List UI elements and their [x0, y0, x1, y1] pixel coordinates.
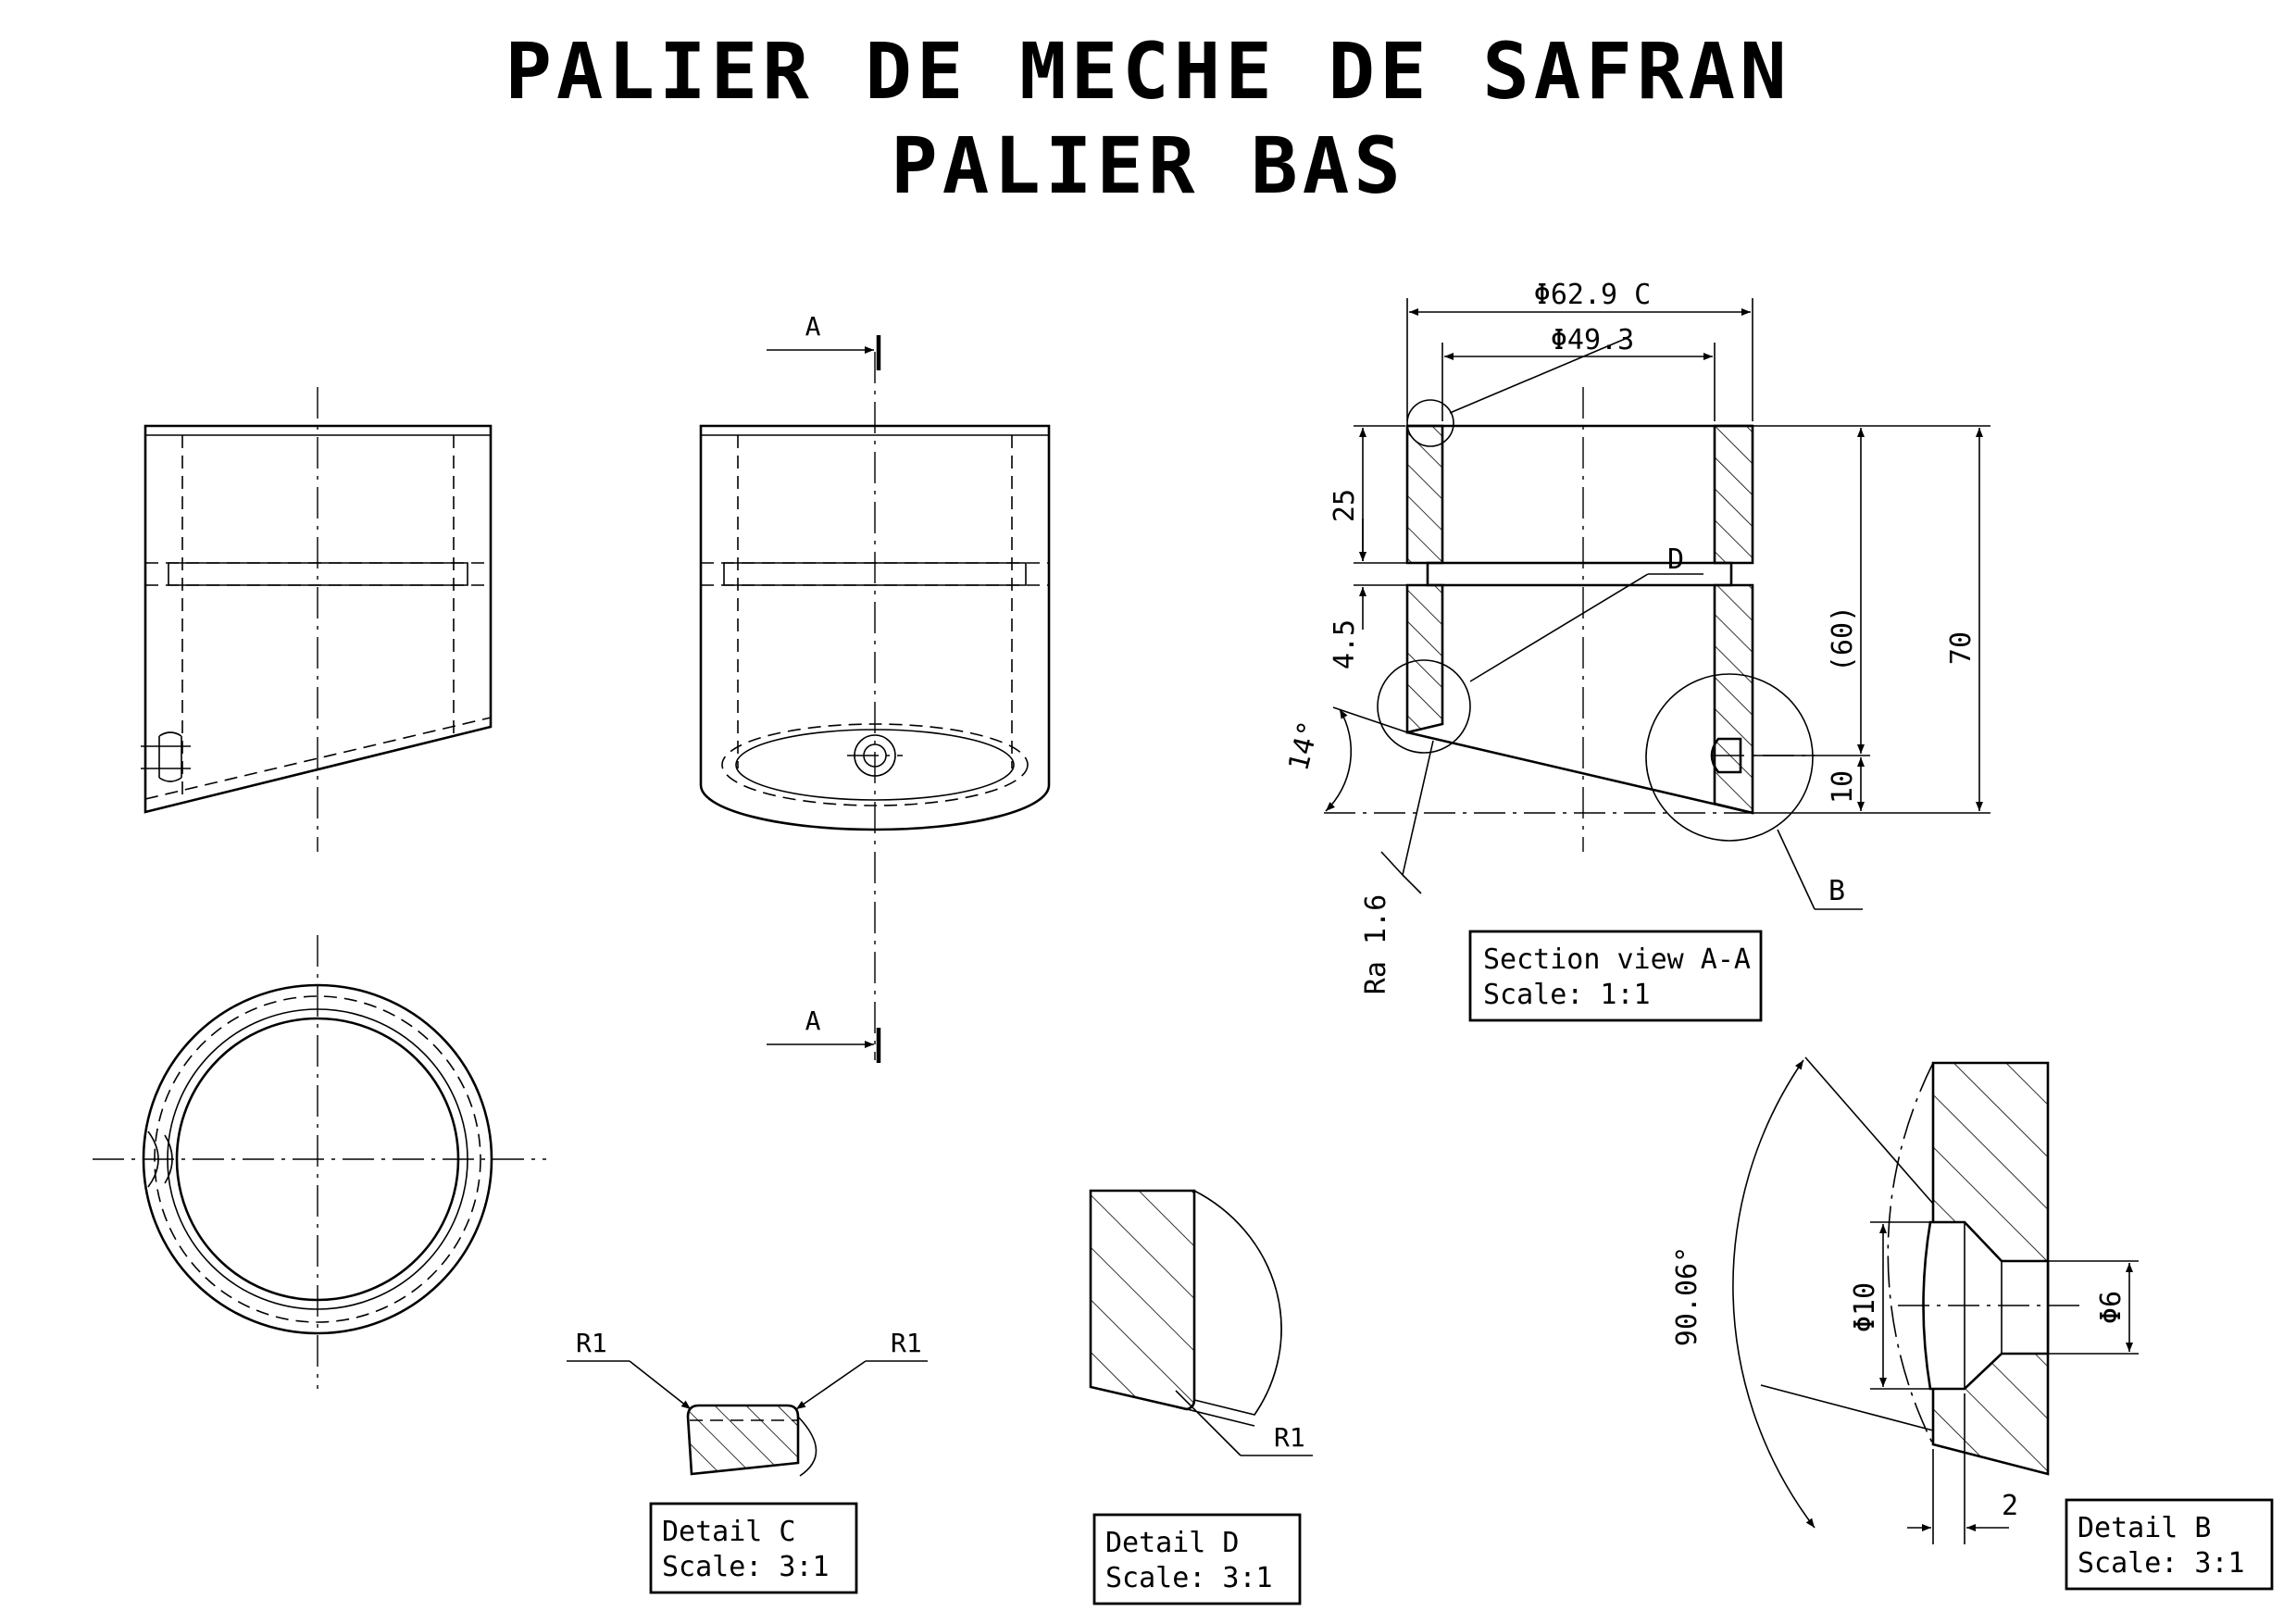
detail-c-box-line1: Detail C [662, 1516, 796, 1548]
drawing-subtitle: PALIER BAS [891, 120, 1405, 211]
section-box-line2: Scale: 1:1 [1483, 979, 1651, 1011]
dim-70: 70 [1945, 631, 1978, 665]
roughness-ra: Ra 1.6 [1360, 894, 1392, 994]
section-label-top: A [805, 311, 821, 342]
dim-angle-14: 14° [1282, 718, 1326, 774]
dim-outer-diameter: Φ62.9 C [1534, 279, 1651, 311]
detail-d-label-box [1092, 1513, 1302, 1605]
detail-c-label-box [649, 1502, 858, 1594]
callout-b: B [1828, 875, 1845, 907]
section-label-bottom: A [805, 1006, 821, 1036]
dim-4-5: 4.5 [1329, 619, 1361, 669]
detail-d-r: R1 [1274, 1422, 1305, 1453]
detail-d: R1 Detail D Scale: 3:1 [1089, 1189, 1313, 1605]
detail-b-label-box [2065, 1498, 2274, 1591]
detail-c-box-line2: Scale: 3:1 [662, 1551, 830, 1583]
drawing-title: PALIER DE MECHE DE SAFRAN [505, 26, 1791, 117]
detail-b-box-line2: Scale: 3:1 [2078, 1547, 2245, 1580]
detail-b-box-line1: Detail B [2078, 1512, 2212, 1544]
top-view [93, 935, 546, 1389]
dim-60: (60) [1827, 606, 1859, 672]
dim-angle-90: 90.06° [1671, 1246, 1703, 1346]
callout-d: D [1667, 543, 1684, 576]
dim-25: 25 [1329, 489, 1361, 522]
section-view-label-box [1468, 930, 1763, 1022]
section-box-line1: Section view A-A [1483, 943, 1751, 976]
detail-d-box-line2: Scale: 3:1 [1105, 1562, 1273, 1594]
dim-10: 10 [1827, 770, 1859, 804]
dim-w2: 2 [2002, 1490, 2018, 1522]
front-view [141, 387, 493, 852]
detail-c-r-left: R1 [576, 1328, 607, 1358]
detail-b: 90.06° Φ10 Φ6 2 Detail B Scale: 3:1 [1671, 1056, 2274, 1591]
dim-d6: Φ6 [2095, 1291, 2128, 1324]
section-view: Φ62.9 C Φ49.3 25 4.5 14° Ra 1.6 (60) 10 … [1282, 279, 1990, 1022]
detail-c: R1 R1 Detail C Scale: 3:1 [567, 1328, 928, 1594]
side-view: A A [699, 311, 1051, 1063]
dim-d10: Φ10 [1849, 1282, 1881, 1332]
detail-d-box-line1: Detail D [1105, 1527, 1240, 1559]
detail-c-r-right: R1 [891, 1328, 922, 1358]
